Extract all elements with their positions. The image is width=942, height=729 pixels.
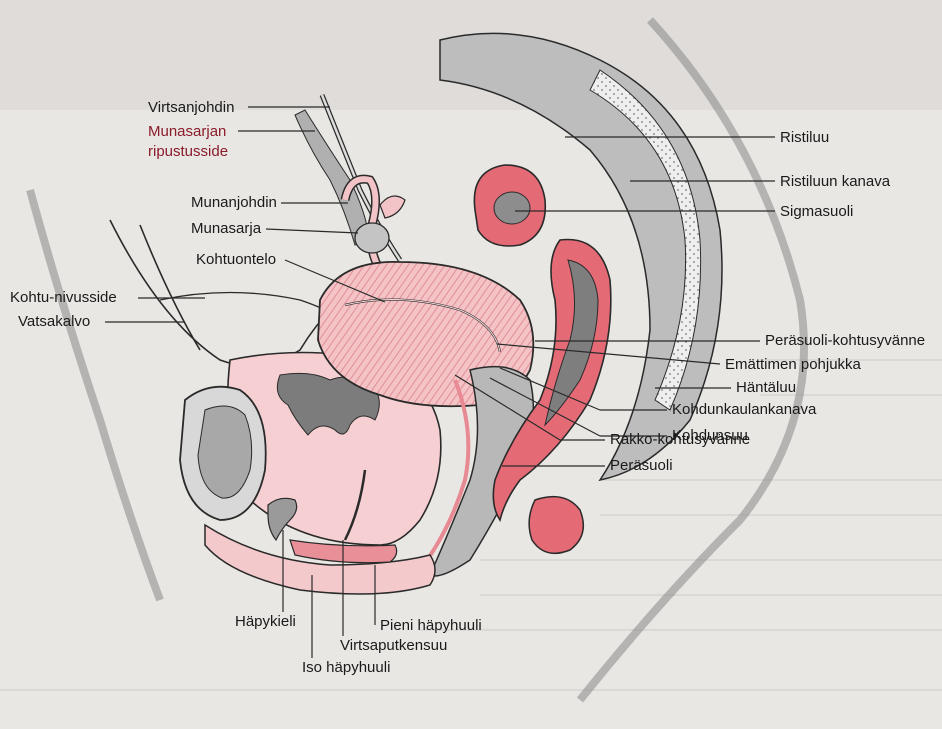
label-sacrum: Ristiluu <box>780 129 829 146</box>
label-vesicouterine-pouch: Rakko-kohtusyvänne <box>610 431 750 448</box>
label-sigmoid-colon: Sigmasuoli <box>780 203 853 220</box>
label-fallopian-tube: Munanjohdin <box>191 194 277 211</box>
label-rectouterine-pouch: Peräsuoli-kohtusyvänne <box>765 332 925 349</box>
label-ovary: Munasarja <box>191 220 262 237</box>
label-cervical-canal: Kohdunkaulankanava <box>672 401 817 418</box>
label-urethral-opening: Virtsaputkensuu <box>340 637 447 654</box>
anus-shape <box>529 497 583 554</box>
label-labia-minora: Pieni häpyhuuli <box>380 617 482 634</box>
label-suspensory-ligament-line2: ripustusside <box>148 143 228 160</box>
label-vaginal-fornix: Emättimen pohjukka <box>725 356 862 373</box>
label-labia-majora: Iso häpyhuuli <box>302 659 390 676</box>
label-sacral-canal: Ristiluun kanava <box>780 173 891 190</box>
sigmoid-colon-lumen <box>494 192 530 224</box>
label-suspensory-ligament-line1: Munasarjan <box>148 123 226 140</box>
label-clitoris: Häpykieli <box>235 613 296 630</box>
label-round-ligament: Kohtu-nivusside <box>10 289 117 306</box>
label-rectum: Peräsuoli <box>610 457 673 474</box>
pubic-bone-inner <box>198 406 252 498</box>
label-coccyx: Häntäluu <box>736 379 796 396</box>
label-uterine-cavity: Kohtuontelo <box>196 251 276 268</box>
label-ureter: Virtsanjohdin <box>148 99 234 116</box>
ovary-shape <box>355 223 389 253</box>
label-peritoneum: Vatsakalvo <box>18 313 90 330</box>
